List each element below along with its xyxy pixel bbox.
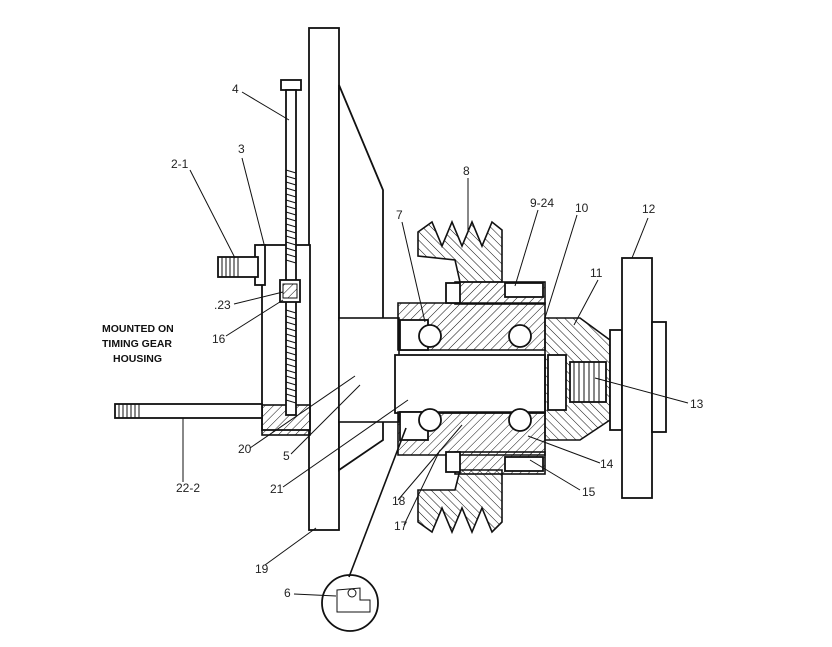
callout-9-24: 9-24 bbox=[530, 196, 554, 210]
note-line-2: TIMING GEAR bbox=[102, 338, 172, 350]
callout-19: 19 bbox=[255, 562, 269, 576]
seal-detail-circle bbox=[321, 427, 407, 632]
callout-labels: 4 2-1 3 .23 16 8 9-24 10 12 7 11 13 20 5… bbox=[171, 82, 704, 600]
mounting-plate bbox=[308, 27, 384, 531]
callout-10: 10 bbox=[575, 201, 589, 215]
callout-16: 16 bbox=[212, 332, 226, 346]
callout-4: 4 bbox=[232, 82, 239, 96]
callout-15: 15 bbox=[582, 485, 596, 499]
callout-3: 3 bbox=[238, 142, 245, 156]
fan-flange bbox=[609, 257, 667, 499]
callout-22-2: 22-2 bbox=[176, 481, 200, 495]
note-line-1: MOUNTED ON bbox=[102, 323, 174, 335]
callout-6: 6 bbox=[284, 586, 291, 600]
callout-20: 20 bbox=[238, 442, 252, 456]
hub-retainer bbox=[544, 317, 611, 441]
support-bracket bbox=[254, 244, 311, 436]
adjusting-bolt bbox=[279, 79, 302, 416]
callout-11: 11 bbox=[590, 266, 603, 280]
leader-lines bbox=[182, 91, 689, 597]
callout-18: 18 bbox=[392, 494, 406, 508]
callout-17: 17 bbox=[394, 519, 408, 533]
callout-21: 21 bbox=[270, 482, 284, 496]
callout-7: 7 bbox=[396, 208, 403, 222]
note-line-3: HOUSING bbox=[113, 353, 162, 365]
callout-14: 14 bbox=[600, 457, 614, 471]
callout-5: 5 bbox=[283, 449, 290, 463]
stud-upper bbox=[217, 256, 259, 278]
v-belt-pulley bbox=[417, 219, 546, 535]
stud-lower bbox=[114, 403, 263, 419]
callout-12: 12 bbox=[642, 202, 656, 216]
callout-8: 8 bbox=[463, 164, 470, 178]
callout-2-1: 2-1 bbox=[171, 157, 189, 171]
callout-23: .23 bbox=[214, 298, 231, 312]
hub-shaft bbox=[338, 317, 546, 423]
mounting-note: MOUNTED ON TIMING GEAR HOUSING bbox=[102, 323, 174, 365]
callout-13: 13 bbox=[690, 397, 704, 411]
